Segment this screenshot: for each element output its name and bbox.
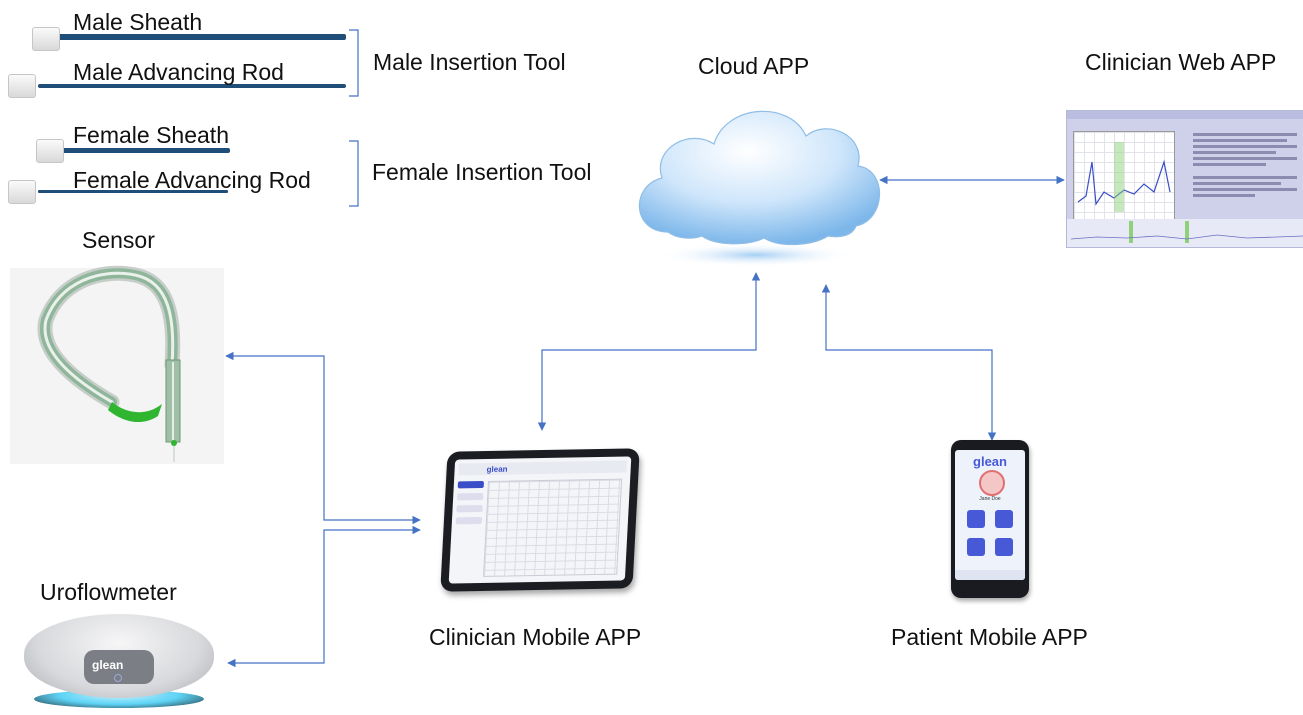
patient-phone: glean Jane Doe: [951, 440, 1029, 598]
female-tool-bracket: [349, 140, 359, 207]
tablet-header: [458, 460, 628, 476]
label-female-insertion-tool: Female Insertion Tool: [372, 159, 592, 185]
label-clinician-mobile-app: Clinician Mobile APP: [429, 624, 642, 650]
female-rod-cap: [8, 180, 36, 204]
label-male-sheath: Male Sheath: [73, 9, 203, 35]
phone-user-name: Jane Doe: [979, 496, 1001, 502]
phone-tile-4: [995, 538, 1013, 556]
uroflowmeter-indicator: [114, 674, 122, 682]
phone-tab-bar: [955, 570, 1025, 580]
tablet-screen: glean: [448, 456, 632, 584]
label-male-insertion-tool: Male Insertion Tool: [373, 49, 566, 75]
male-sheath-cap: [32, 27, 60, 51]
arrow-cloud-clinician-mobile: [537, 272, 761, 431]
clinician-web-app-screenshot: [1066, 110, 1303, 248]
clinician-tablet: glean: [440, 448, 640, 592]
phone-screen: glean Jane Doe: [955, 450, 1025, 580]
phone-glean-logo: glean: [973, 454, 1007, 469]
label-female-sheath: Female Sheath: [73, 122, 229, 148]
tablet-sidebar: [453, 481, 485, 579]
tablet-chart-grid: [483, 478, 623, 577]
arrow-cloud-patient-mobile: [821, 284, 997, 441]
uroflowmeter-logo: glean: [92, 658, 124, 672]
web-app-chart-line: [1077, 142, 1171, 212]
label-cloud-app: Cloud APP: [698, 53, 810, 79]
uroflowmeter-light-base: [34, 690, 204, 708]
female-sheath-cap: [36, 139, 64, 163]
label-clinician-web-app: Clinician Web APP: [1085, 49, 1277, 75]
label-sensor: Sensor: [82, 227, 155, 253]
arrow-sensor-clinician-mobile: [225, 351, 421, 525]
male-rod-cap: [8, 74, 36, 98]
uroflowmeter-device: glean: [24, 614, 214, 712]
male-advancing-rod-shaft: [38, 84, 346, 88]
phone-tile-1: [967, 510, 985, 528]
label-male-advancing-rod: Male Advancing Rod: [73, 59, 284, 85]
web-app-timeline: [1067, 219, 1303, 247]
label-patient-mobile-app: Patient Mobile APP: [891, 624, 1088, 650]
web-app-notes: [1193, 133, 1297, 200]
arrow-uroflowmeter-clinician-mobile: [227, 525, 421, 668]
label-uroflowmeter: Uroflowmeter: [40, 579, 177, 605]
sensor-image: [10, 265, 224, 464]
male-tool-bracket: [349, 29, 359, 97]
female-advancing-rod-shaft: [38, 190, 228, 193]
user-avatar: [979, 470, 1005, 496]
web-app-top-bar: [1067, 111, 1303, 119]
cloud-icon: [638, 110, 881, 267]
phone-tile-3: [967, 538, 985, 556]
female-sheath-rod: [62, 148, 230, 153]
label-female-advancing-rod: Female Advancing Rod: [73, 167, 311, 193]
phone-tile-2: [995, 510, 1013, 528]
tablet-glean-logo: glean: [486, 464, 508, 474]
web-app-chart: [1073, 131, 1175, 223]
male-sheath-rod: [58, 34, 346, 40]
